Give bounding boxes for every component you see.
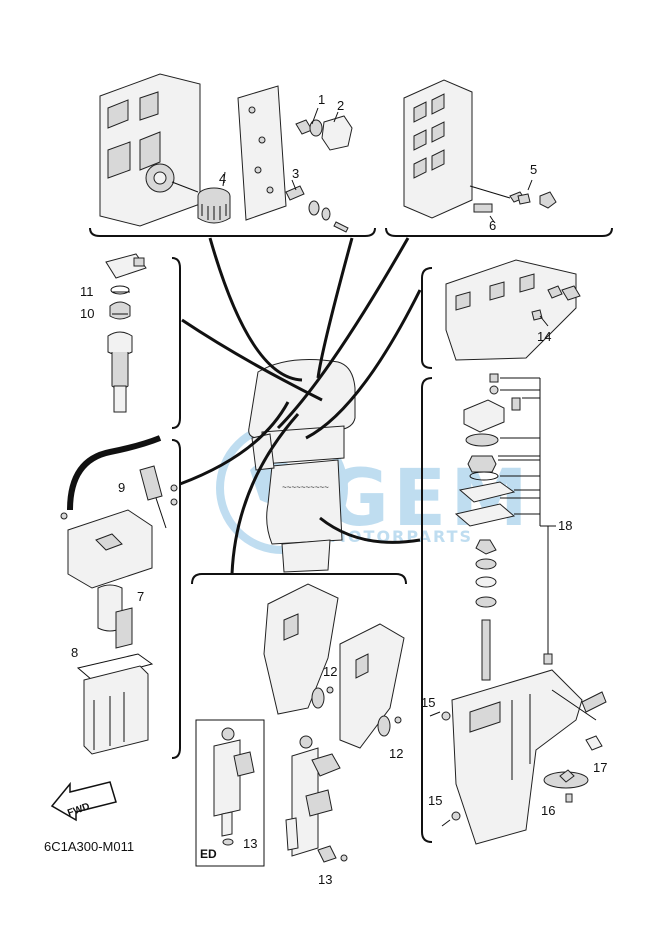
callout-8: 8 — [71, 645, 78, 660]
thermostat-group — [237, 85, 353, 233]
callout-4: 4 — [219, 171, 226, 186]
clamp-bracket-group — [263, 583, 405, 749]
callout-12-upper: 12 — [323, 664, 337, 679]
motor-leader-lines — [179, 237, 422, 575]
watermark-subtitle: MOTORPARTS — [330, 527, 473, 546]
callout-16: 16 — [541, 803, 555, 818]
callout-1: 1 — [318, 92, 325, 107]
callout-6: 6 — [489, 218, 496, 233]
cylinder-block-group — [99, 73, 231, 227]
fuel-hose-group — [60, 435, 178, 529]
callout-13-inset: 13 — [243, 836, 257, 851]
group-brackets — [89, 227, 613, 843]
callout-9: 9 — [118, 480, 125, 495]
callout-labels: 1 2 3 4 5 6 7 8 9 10 11 12 12 13 13 14 1… — [71, 92, 607, 887]
ed-variant-inset: ED — [195, 719, 265, 867]
watermark-brand: GEM — [325, 454, 532, 544]
callout-7: 7 — [137, 589, 144, 604]
oil-filter — [197, 187, 231, 224]
callout-11: 11 — [80, 284, 94, 299]
callout-15-lower: 15 — [428, 793, 442, 808]
variant-label: ED — [200, 847, 217, 861]
tilt-trim-group — [285, 735, 348, 863]
fuel-filter-group — [105, 253, 147, 413]
callout-5: 5 — [530, 162, 537, 177]
callout-3: 3 — [292, 166, 299, 181]
vapor-separator-group — [67, 509, 154, 755]
callout-18: 18 — [558, 518, 572, 533]
diagram-code: 6C1A300-M011 — [44, 839, 134, 854]
outboard-decal: ~~~~~~~~~~ — [282, 483, 329, 492]
callout-14: 14 — [537, 329, 551, 344]
water-pump-kit-group — [454, 373, 556, 681]
lower-casing-group — [429, 669, 607, 845]
callout-13-main: 13 — [318, 872, 332, 887]
callout-2: 2 — [337, 98, 344, 113]
callout-10: 10 — [80, 306, 94, 321]
cylinder-head-group — [403, 79, 557, 223]
callout-12-lower: 12 — [389, 746, 403, 761]
fwd-arrow-icon: FWD — [50, 781, 117, 822]
upper-casing-group — [445, 259, 581, 361]
callout-15-upper: 15 — [421, 695, 435, 710]
callout-17: 17 — [593, 760, 607, 775]
